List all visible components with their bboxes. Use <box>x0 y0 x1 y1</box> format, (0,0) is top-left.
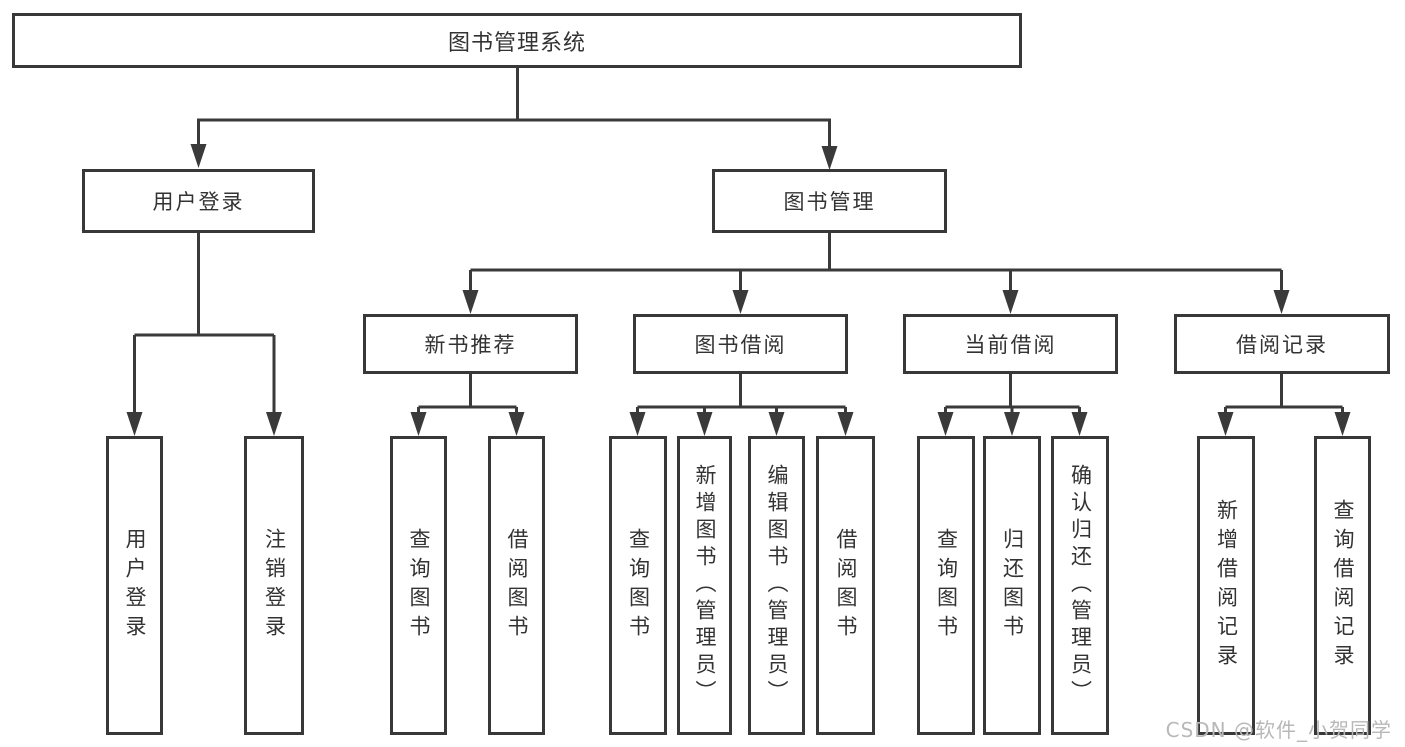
leaf-add-borrow-record: 新增借阅记录 <box>1197 436 1255 735</box>
leaf-confirm-return-admin: 确认归还（管理员） <box>1051 436 1109 735</box>
leaf-query-borrow-record-label: 查询借阅记录 <box>1331 498 1355 673</box>
leaf-query-borrow-record: 查询借阅记录 <box>1314 436 1371 735</box>
watermark: CSDN @软件_小贺同学 <box>1165 718 1392 742</box>
leaf-return-books: 归还图书 <box>983 436 1041 735</box>
node-book-borrowing-label: 图书借阅 <box>694 333 787 357</box>
leaf-query-books-current-label: 查询图书 <box>934 527 959 644</box>
leaf-borrow-books-borrowing: 借阅图书 <box>816 436 875 735</box>
node-user-login-label: 用户登录 <box>152 190 245 214</box>
leaf-query-books-borrowing: 查询图书 <box>609 436 667 735</box>
leaf-return-books-label: 归还图书 <box>1000 527 1025 644</box>
leaf-query-books-borrowing-label: 查询图书 <box>626 527 651 644</box>
arrowheads <box>126 144 1351 436</box>
node-borrow-records: 借阅记录 <box>1174 314 1390 374</box>
node-current-borrowing-label: 当前借阅 <box>964 333 1057 357</box>
leaf-user-login-label: 用户登录 <box>123 527 147 644</box>
leaf-add-book-admin: 新增图书（管理员） <box>677 436 732 735</box>
node-new-book-recommend-label: 新书推荐 <box>424 333 517 357</box>
node-current-borrowing: 当前借阅 <box>903 314 1118 374</box>
leaf-query-books-recommend: 查询图书 <box>390 436 447 735</box>
leaf-confirm-return-admin-label: 确认归还（管理员） <box>1068 464 1093 707</box>
leaf-edit-book-admin: 编辑图书（管理员） <box>748 436 805 735</box>
leaf-user-login: 用户登录 <box>106 436 163 735</box>
node-root-label: 图书管理系统 <box>447 30 586 56</box>
node-root: 图书管理系统 <box>12 13 1022 68</box>
leaf-logout: 注销登录 <box>244 436 304 735</box>
leaf-borrow-books-recommend: 借阅图书 <box>488 436 545 735</box>
node-book-management-label: 图书管理 <box>783 190 876 214</box>
node-book-management: 图书管理 <box>712 169 947 233</box>
node-book-borrowing: 图书借阅 <box>633 314 848 374</box>
leaf-add-borrow-record-label: 新增借阅记录 <box>1214 498 1239 673</box>
leaf-query-books-recommend-label: 查询图书 <box>407 527 431 644</box>
node-borrow-records-label: 借阅记录 <box>1236 333 1328 357</box>
leaf-logout-label: 注销登录 <box>262 527 287 644</box>
node-new-book-recommend: 新书推荐 <box>363 314 578 374</box>
leaf-edit-book-admin-label: 编辑图书（管理员） <box>765 464 789 707</box>
leaf-add-book-admin-label: 新增图书（管理员） <box>693 464 717 707</box>
leaf-borrow-books-recommend-label: 借阅图书 <box>505 527 529 644</box>
leaf-borrow-books-borrowing-label: 借阅图书 <box>834 527 858 644</box>
node-user-login: 用户登录 <box>82 169 315 233</box>
leaf-query-books-current: 查询图书 <box>917 436 975 735</box>
